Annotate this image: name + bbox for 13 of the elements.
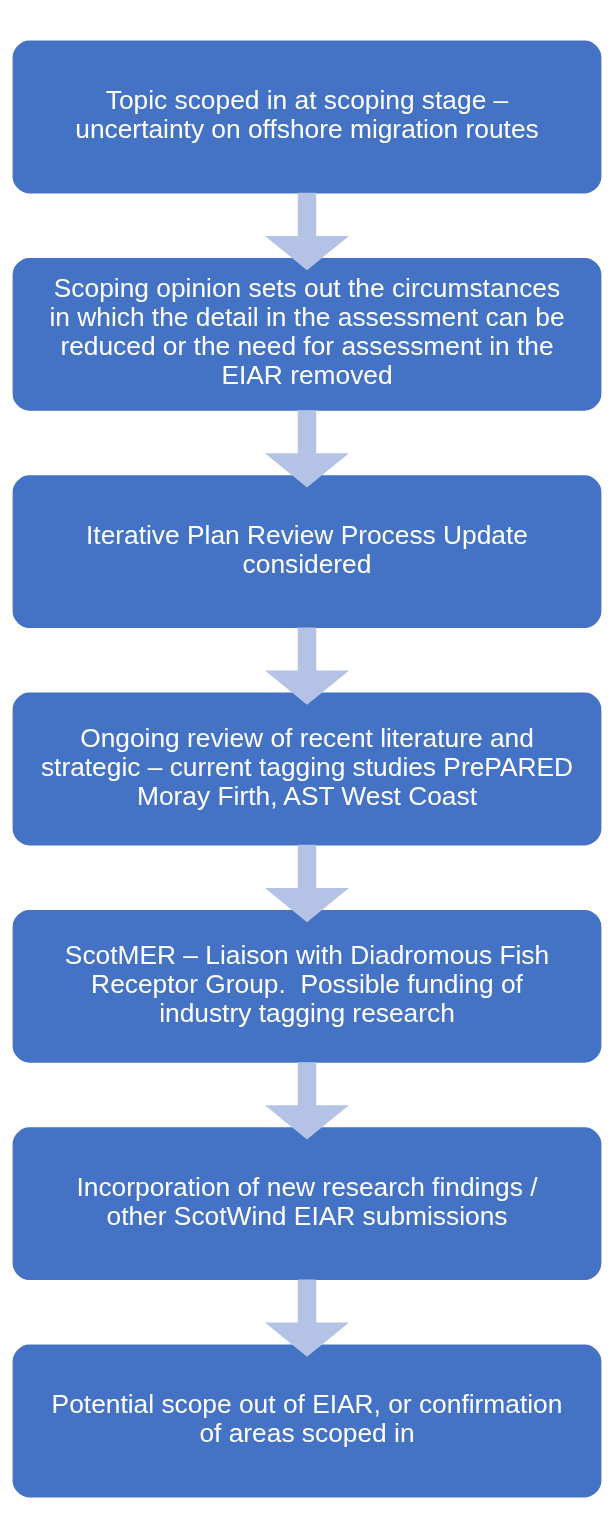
arrow [264,626,350,705]
node-box: Incorporation of new research findings / other ScotWind EIAR submissions [12,1126,602,1280]
node-box: Topic scoped in at scoping stage – uncertainty on offshore migration routes [12,40,602,193]
node-box: Scoping opinion sets out the circumstances in which the detail in the assessment can be reduced or the need for assessment in the EIAR removed [12,257,602,411]
arrow [264,192,350,270]
arrow [264,409,350,488]
node-box: Ongoing review of recent literature and strategic – current tagging studies PrePARED Moray Firth, AST West Coast [12,692,602,845]
arrow [264,844,350,922]
node-box: Potential scope out of EIAR, or confirmation of areas scoped in [12,1344,602,1497]
node-box: ScotMER – Liaison with Diadromous Fish Receptor Group. Possible funding of industry tagging research [12,909,602,1063]
node-box: Iterative Plan Review Process Update considered [12,474,602,628]
arrow [264,1061,350,1139]
arrow [264,1278,350,1357]
